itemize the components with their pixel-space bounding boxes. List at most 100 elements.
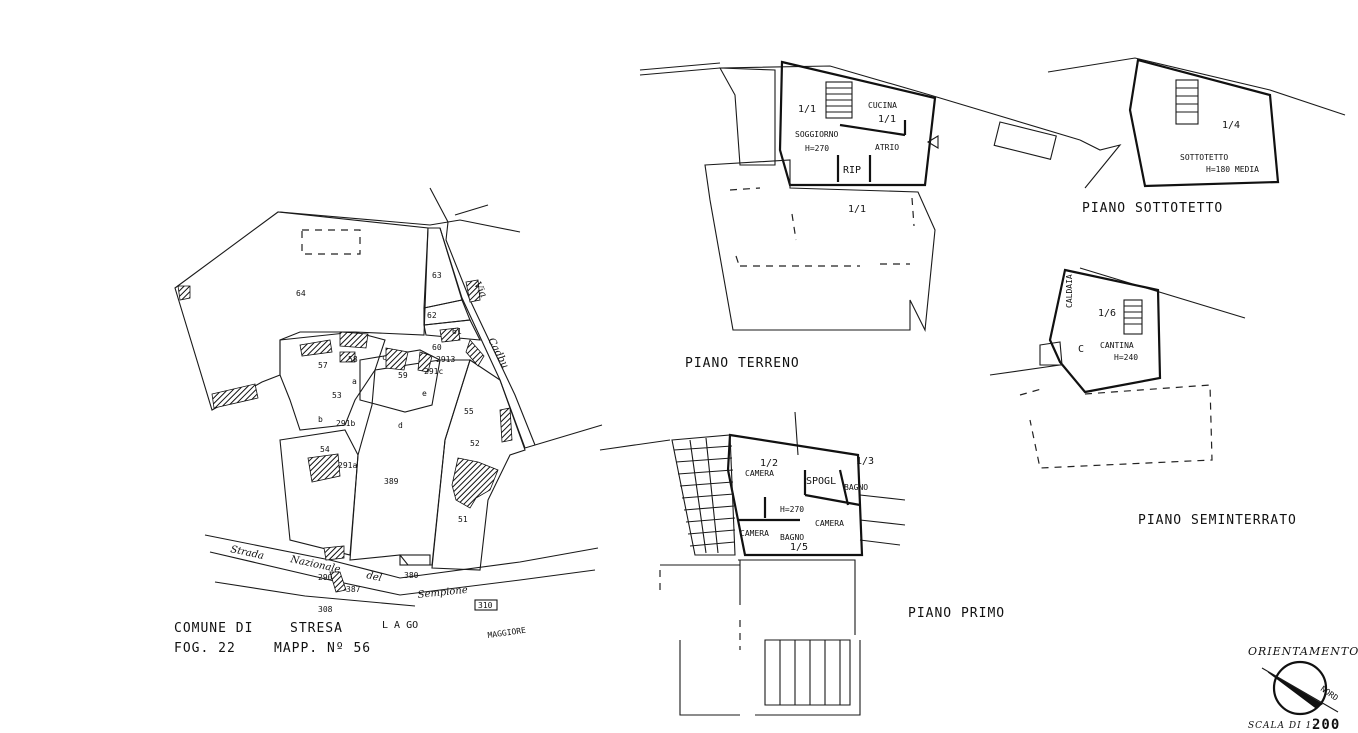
road-name-strada: Strada [229,544,265,562]
parcel-label-291b: 291b [336,419,355,428]
parcel-label-d: d [398,421,403,430]
parcel-54-outline [279,429,359,556]
building-hatched [177,285,191,301]
building-hatched [439,327,461,343]
room-index: 1/6 [1098,308,1116,319]
wall-outline [1048,268,1162,394]
building-hatched [465,339,485,367]
parcel-61-outline [423,319,481,341]
room-label-sottotetto: SOTTOTETTO [1180,153,1228,162]
parcel-label-54: 54 [320,445,330,454]
pergola-slats [673,437,736,554]
canopy-dashed [659,570,741,650]
parcel-label-291a: 291a [338,461,357,470]
wall-outline [719,67,776,166]
parcel-55-outline [431,359,526,571]
road-name-del: del [365,570,382,584]
scala-value: 200 [1312,717,1340,733]
boundary-line [639,62,721,71]
parcel-label-51: 51 [458,515,468,524]
building-hatched [211,383,259,409]
road-edge [279,211,521,233]
parcel-label-53: 53 [332,391,342,400]
lago-label: L A GO [382,620,418,631]
stair-steps [1176,87,1198,113]
building-footprint-dashed [301,229,361,255]
parcel-label-52: 52 [470,439,480,448]
parcel-label-389: 389 [384,477,399,486]
parcel-label-e: e [422,389,427,398]
room-label-spogl: SPOGL [806,476,836,487]
boundary-line [639,65,1081,141]
parcel-57-outline [279,331,386,431]
boundary-line [1047,57,1346,116]
room-index: 1/5 [790,542,808,553]
parcel-label-60: 60 [432,343,442,352]
parcel-label-58: 58 [348,355,358,364]
room-label-rip: RIP [843,165,861,176]
road-edge [214,581,416,607]
room-index: 1/1 [798,104,816,115]
annex [993,121,1057,160]
plan-piano-terreno: CUCINA SOGGIORNO H=270 ATRIO RIP 1/1 1/1… [639,60,1122,371]
parcel-label-310: 310 [478,601,493,610]
building-hatched [307,453,341,483]
building-hatched [299,339,333,357]
excavation-dashed [1019,384,1213,469]
wall-outline [704,159,936,332]
room-label-caldaia: CALDAIA [1065,274,1074,308]
plan-piano-sottotetto: SOTTOTETTO H=180 MEDIA 1/4 PIANO SOTTOTE… [1047,57,1346,216]
room-label-bagno: BAGNO [780,533,804,542]
stair-steps [826,87,852,113]
parcel-label-291c: 291c [424,367,443,376]
orientamento-label: ORIENTAMENTO [1248,645,1358,658]
compass-circle [1272,660,1328,716]
wall-outline [1128,58,1280,188]
room-index: 1/1 [848,204,866,215]
plan-piano-seminterrato: CALDAIA CANTINA H=240 1/6 C PIANO SEMINT… [989,267,1296,528]
building-hatched [339,331,369,349]
room-label-height: H=270 [805,144,829,153]
wall-outline [1039,341,1063,366]
maggiore-label: MAGGIORE [487,626,527,640]
parcel-label-57: 57 [318,361,328,370]
building-hatched [451,457,499,509]
room-label-bagno: BAGNO [844,483,868,492]
stair [1175,79,1199,125]
boundary-line [599,411,906,546]
cadastral-map: 64 63 62 61 60 57 58 59 55 52 54 53 51 3… [174,187,603,656]
plan-title-terreno: PIANO TERRENO [685,356,800,371]
road-edge [209,551,596,596]
plan-piano-primo: CAMERA CAMERA CAMERA BAGNO BAGNO SPOGL H… [599,411,1004,716]
parcel-label-64: 64 [296,289,306,298]
partition-wall [836,120,907,182]
building-hatched [417,351,433,373]
parcel-label-62: 62 [427,311,437,320]
parcel-label-2913: 2913 [436,355,455,364]
room-index: 1/2 [760,458,778,469]
building-small [474,599,498,611]
parcel-label-308: 308 [318,605,333,614]
entry-arrow [926,135,939,149]
north-arrow-icon [1267,671,1323,709]
parcel-label-b: b [318,415,323,424]
room-label-camera: CAMERA [740,529,769,538]
room-label-height: H=270 [780,505,804,514]
room-index: 1/3 [856,456,874,467]
parcel-label-61: 61 [452,327,462,336]
wall-outline [764,639,851,706]
room-label-c: C [1078,344,1084,355]
boundary-line [989,267,1246,376]
wall-outline [778,60,937,187]
room-label-camera: CAMERA [745,469,774,478]
room-label-atrio: ATRIO [875,143,899,152]
room-label-camera: CAMERA [815,519,844,528]
stair-steps [1124,305,1142,325]
parcel-label-55: 55 [464,407,474,416]
partition-wall [738,469,861,522]
parcel-59-outline [359,349,441,413]
road-edge [454,204,489,216]
orientation-legend: ORIENTAMENTO NORD SCALA DI 1: 200 [1248,645,1358,733]
parcel-label-387: 387 [346,585,361,594]
room-index: 1/1 [878,114,896,125]
